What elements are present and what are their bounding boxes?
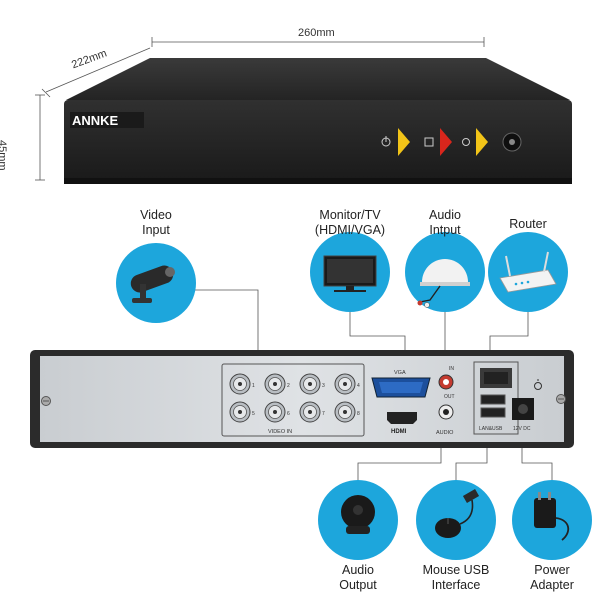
ground-icon	[534, 379, 542, 390]
power-port-label: 12V DC	[513, 426, 531, 432]
mouse-icon	[435, 489, 480, 538]
audio-output-label: Audio Output	[339, 563, 377, 592]
lan-usb-label: LAN&USB	[479, 426, 503, 432]
bnc-channel-number: 3	[322, 383, 325, 389]
video-input-label: Video Input	[140, 208, 172, 237]
video-in-label: VIDEO IN	[268, 429, 292, 435]
audio-out-label: OUT	[444, 394, 455, 400]
usb-ports	[480, 394, 506, 418]
bnc-port: 8	[334, 401, 360, 423]
network-led-icon	[462, 128, 488, 156]
bnc-port: 5	[229, 401, 255, 423]
bnc-port: 1	[229, 373, 255, 395]
audio-label: AUDIO	[436, 430, 454, 436]
bnc-channel-number: 6	[287, 411, 290, 417]
mouse-usb-circle	[416, 480, 496, 560]
bnc-channel-number: 4	[357, 383, 360, 389]
width-dimension-label: 260mm	[298, 27, 335, 39]
power-led-icon	[381, 128, 410, 156]
dvr-front-view: ANNKE	[64, 58, 572, 184]
microphone-circle	[405, 232, 485, 312]
power-adapter-circle	[512, 480, 592, 560]
hdd-led-icon	[424, 128, 452, 156]
monitor-circle	[310, 232, 390, 312]
bnc-port: 2	[264, 373, 290, 395]
microphone-icon	[417, 259, 470, 308]
camera-circle	[116, 243, 196, 323]
dvr-rear-view: 1 2 3 4 5 6 7 8 VIDEO IN VGA HDMI IN OUT AUDIO	[30, 350, 574, 448]
brand-logo: ANNKE	[72, 113, 119, 128]
router-circle	[488, 232, 568, 312]
bnc-port: 3	[299, 373, 325, 395]
mounting-screw-left	[41, 396, 51, 406]
bnc-port: 6	[264, 401, 290, 423]
router-icon	[499, 251, 557, 293]
video-in-bnc-ports: 1 2 3 4 5 6 7 8	[229, 373, 360, 423]
bnc-channel-number: 8	[357, 411, 360, 417]
lan-port	[480, 368, 512, 388]
speaker-icon	[341, 495, 375, 534]
audio-ports: IN OUT AUDIO	[436, 366, 455, 436]
bnc-port: 7	[299, 401, 325, 423]
mouse-usb-interface-label: Mouse USB Interface	[422, 563, 490, 592]
audio-in-label: IN	[449, 366, 454, 372]
vga-label: VGA	[394, 370, 406, 376]
monitor-icon	[323, 255, 377, 292]
dimension-lines	[35, 37, 485, 181]
speaker-circle	[318, 480, 398, 560]
bnc-channel-number: 1	[252, 383, 255, 389]
bnc-channel-number: 5	[252, 411, 255, 417]
dc-power-port: 12V DC	[512, 398, 534, 432]
monitor-tv-label: Monitor/TV (HDMI/VGA)	[314, 208, 386, 237]
hdmi-port: HDMI	[387, 412, 417, 435]
hdmi-label: HDMI	[391, 429, 407, 435]
power-adapter-label: Power Adapter	[530, 563, 574, 592]
router-label: Router	[509, 217, 547, 231]
bnc-channel-number: 2	[287, 383, 290, 389]
mounting-screw-right	[556, 394, 566, 404]
vga-port: VGA	[371, 370, 431, 398]
camera-icon	[130, 265, 175, 303]
bnc-port: 4	[334, 373, 360, 395]
video-in-group	[221, 363, 365, 437]
ir-receiver-icon	[502, 132, 522, 152]
audio-input-label: Audio Intput	[429, 208, 461, 237]
power-adapter-icon	[534, 492, 570, 541]
bnc-channel-number: 7	[322, 411, 325, 417]
